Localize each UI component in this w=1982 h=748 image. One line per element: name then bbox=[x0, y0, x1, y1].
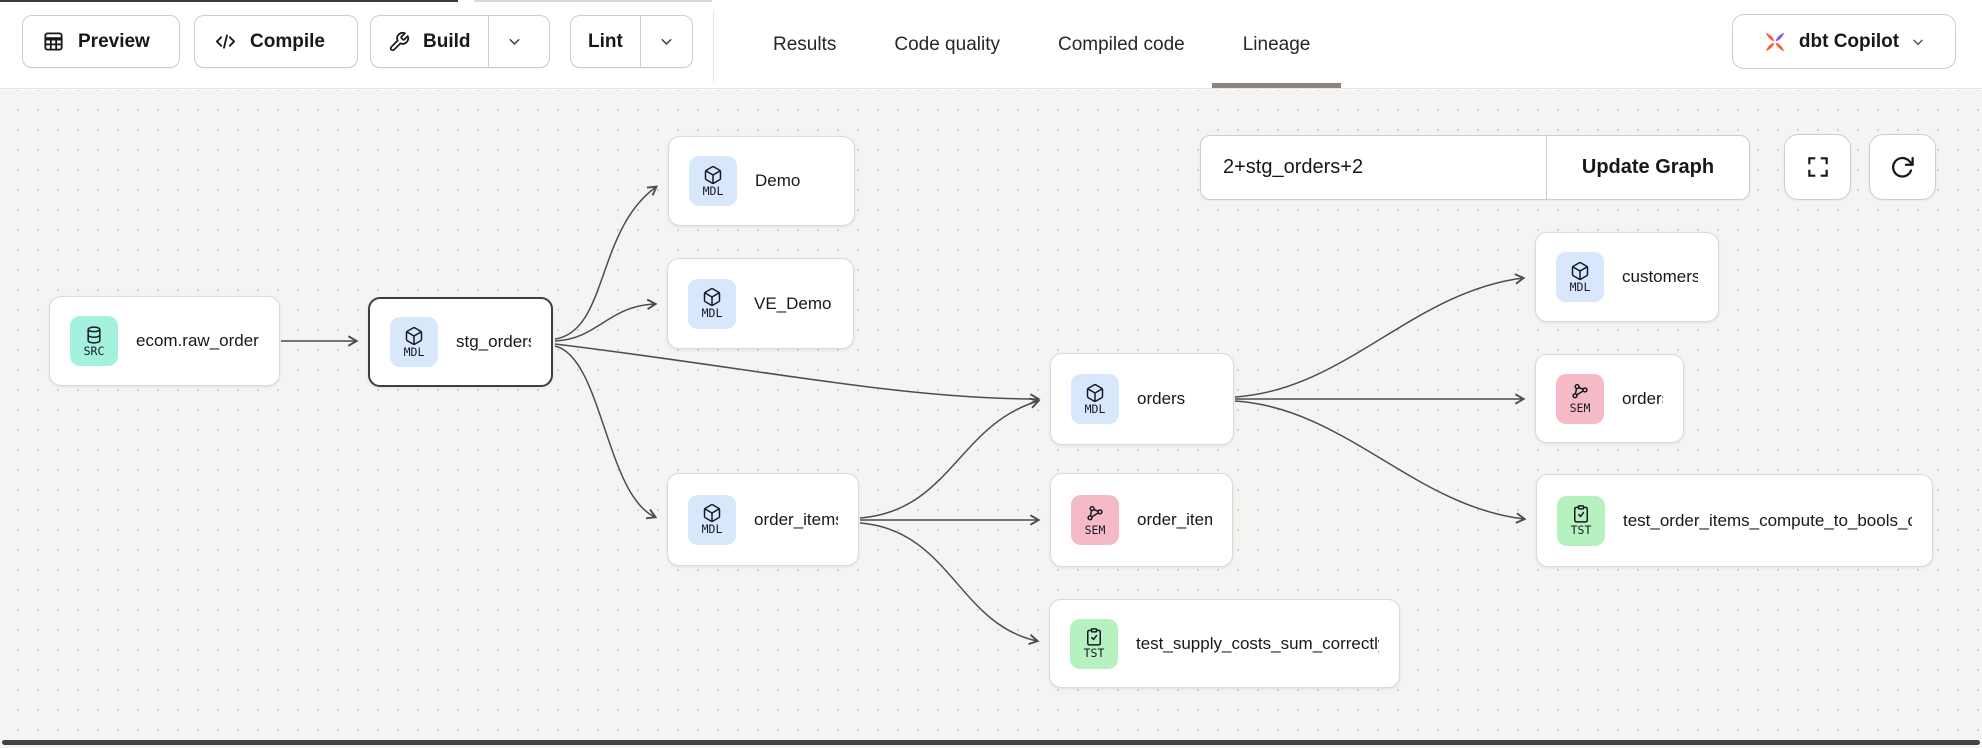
cube-icon bbox=[703, 503, 721, 523]
build-dropdown-button[interactable] bbox=[489, 16, 541, 67]
model-badge: MDL bbox=[689, 156, 737, 206]
button-divider bbox=[639, 16, 641, 67]
table-icon bbox=[44, 32, 63, 51]
lineage-node-test-supply-costs[interactable]: TST test_supply_costs_sum_correctly bbox=[1049, 599, 1400, 688]
fullscreen-button[interactable] bbox=[1784, 134, 1851, 200]
code-icon bbox=[215, 34, 236, 49]
semantic-model-badge: SEM bbox=[1556, 373, 1604, 424]
cube-icon bbox=[1086, 383, 1104, 402]
lint-split-button: Lint bbox=[570, 15, 693, 68]
chevron-down-icon bbox=[661, 38, 672, 45]
refresh-button[interactable] bbox=[1869, 134, 1936, 200]
build-split-button: Build bbox=[370, 15, 550, 68]
toolbar: Preview Compile Build Li bbox=[0, 2, 1982, 89]
preview-label: Preview bbox=[78, 30, 150, 52]
database-icon bbox=[87, 325, 101, 344]
lineage-node-ecom-raw-orders[interactable]: SRC ecom.raw_orders bbox=[49, 296, 280, 386]
semantic-model-badge: SEM bbox=[1071, 495, 1119, 545]
tab-lineage[interactable]: Lineage bbox=[1211, 2, 1341, 88]
lineage-node-ve-demo[interactable]: MDL VE_Demo bbox=[667, 258, 854, 349]
lint-button[interactable]: Lint bbox=[571, 16, 640, 67]
semantic-graph-icon bbox=[1572, 383, 1588, 399]
cube-icon bbox=[704, 165, 722, 184]
cube-icon bbox=[703, 287, 721, 307]
refresh-icon bbox=[1892, 156, 1914, 178]
toolbar-divider bbox=[713, 10, 714, 82]
tab-code-quality[interactable]: Code quality bbox=[894, 34, 1000, 55]
file-tab-edge bbox=[474, 0, 712, 2]
copilot-label: dbt Copilot bbox=[1798, 30, 1900, 52]
lineage-selector: Update Graph bbox=[1200, 135, 1750, 200]
lineage-node-orders-model[interactable]: MDL orders bbox=[1050, 353, 1234, 445]
active-file-tab-edge bbox=[0, 0, 458, 2]
cube-icon bbox=[405, 326, 423, 345]
compile-label: Compile bbox=[250, 30, 325, 52]
test-badge: TST bbox=[1557, 495, 1605, 546]
lineage-node-customers[interactable]: MDL customers bbox=[1535, 232, 1719, 322]
fullscreen-icon bbox=[1807, 157, 1828, 177]
lineage-node-order-items[interactable]: MDL order_items bbox=[667, 473, 859, 566]
dbt-logo-icon bbox=[1765, 32, 1785, 51]
semantic-graph-icon bbox=[1087, 505, 1103, 520]
tab-compiled-code[interactable]: Compiled code bbox=[1057, 34, 1185, 55]
lineage-node-demo[interactable]: MDL Demo bbox=[668, 136, 855, 226]
wrench-icon bbox=[389, 31, 410, 51]
lint-label: Lint bbox=[588, 30, 623, 52]
chevron-down-icon bbox=[1913, 39, 1923, 45]
update-graph-button[interactable]: Update Graph bbox=[1581, 156, 1715, 178]
horizontal-scrollbar[interactable] bbox=[2, 740, 1980, 745]
model-badge: MDL bbox=[1556, 252, 1604, 302]
source-badge: SRC bbox=[70, 316, 118, 366]
dbt-copilot-button[interactable]: dbt Copilot bbox=[1732, 14, 1956, 69]
build-label: Build bbox=[423, 30, 471, 52]
model-badge: MDL bbox=[688, 278, 736, 329]
build-button[interactable]: Build bbox=[371, 16, 488, 67]
preview-button[interactable]: Preview bbox=[22, 15, 180, 68]
selector-divider bbox=[1546, 136, 1547, 199]
model-badge: MDL bbox=[688, 494, 736, 545]
tab-results[interactable]: Results bbox=[773, 34, 837, 55]
test-badge: TST bbox=[1070, 618, 1118, 669]
button-divider bbox=[487, 16, 489, 67]
clipboard-check-icon bbox=[1574, 505, 1588, 523]
lineage-node-test-order-items[interactable]: TST test_order_items_compute_to_bools_c.… bbox=[1536, 474, 1933, 567]
chevron-down-icon bbox=[509, 38, 520, 45]
model-badge: MDL bbox=[1071, 374, 1119, 424]
lint-dropdown-button[interactable] bbox=[641, 16, 692, 67]
selector-input[interactable] bbox=[1201, 136, 1546, 199]
lineage-node-stg-orders[interactable]: MDL stg_orders bbox=[368, 297, 553, 387]
compile-button[interactable]: Compile bbox=[194, 15, 358, 68]
lineage-node-orders-semantic[interactable]: SEM orders bbox=[1535, 354, 1684, 443]
cube-icon bbox=[1571, 261, 1589, 280]
clipboard-check-icon bbox=[1087, 628, 1101, 646]
model-badge: MDL bbox=[390, 317, 438, 367]
result-tabs: Results Code quality Compiled code Linea… bbox=[773, 2, 1341, 88]
lineage-node-order-item-semantic[interactable]: SEM order_item bbox=[1050, 473, 1233, 567]
